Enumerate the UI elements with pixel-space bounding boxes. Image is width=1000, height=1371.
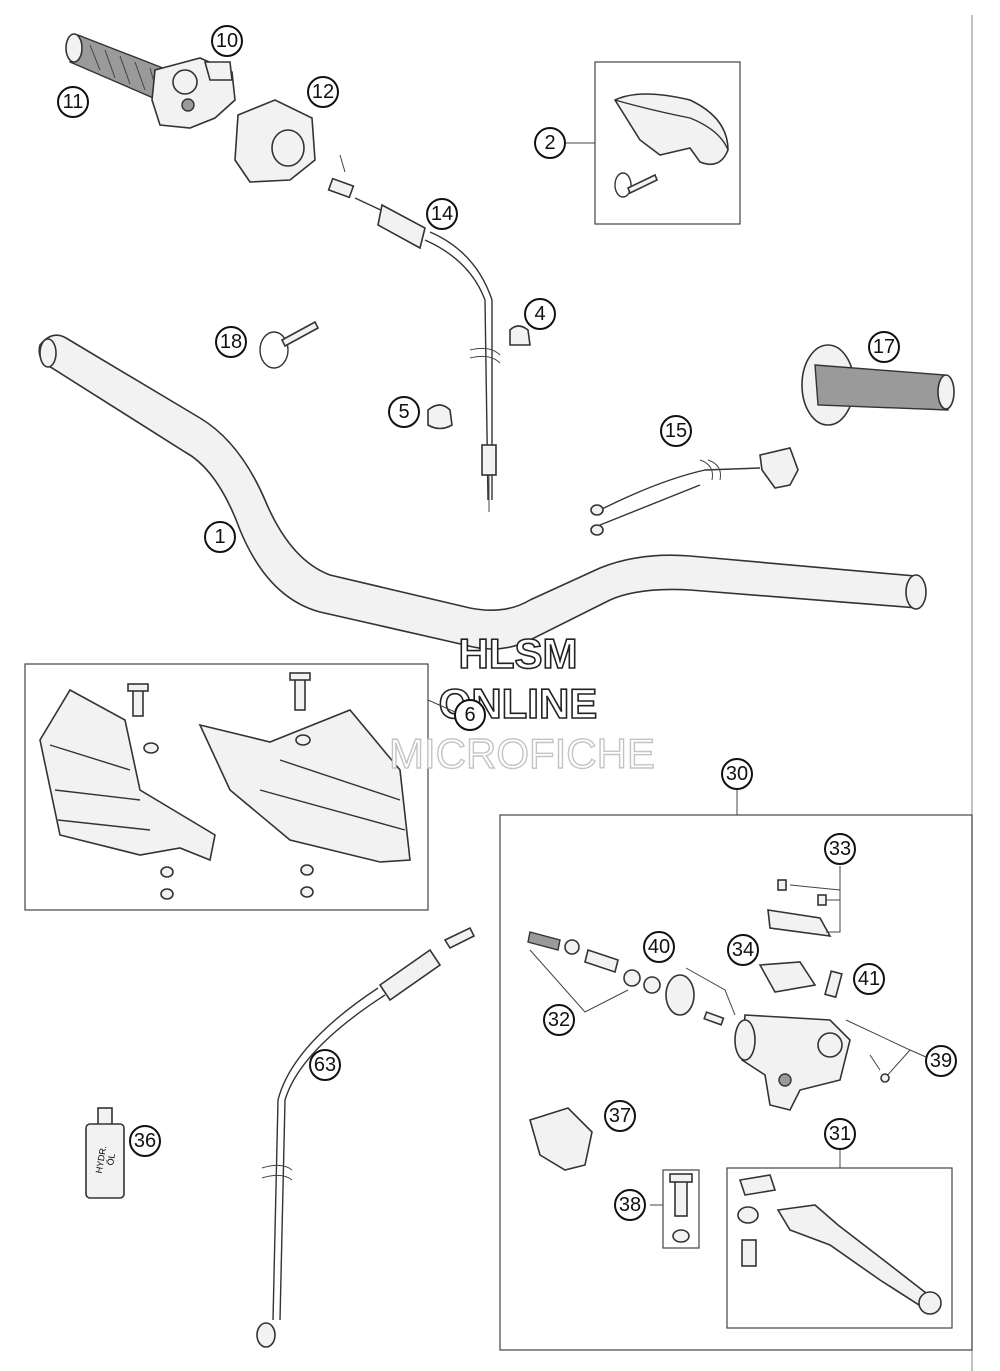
- reservoir-diaphragm: [758, 961, 817, 993]
- kill-switch: [590, 447, 799, 536]
- svg-text:12: 12: [312, 81, 334, 103]
- callout-11: 11: [57, 86, 89, 118]
- clamp-bolt-box: [650, 1169, 700, 1249]
- svg-text:41: 41: [858, 968, 880, 990]
- left-grip: [801, 344, 955, 426]
- hydraulic-line: [256, 926, 476, 1348]
- svg-text:15: 15: [665, 420, 687, 442]
- throttle-cable: [327, 154, 501, 512]
- svg-text:4: 4: [534, 303, 545, 325]
- piston-kit: [527, 931, 661, 1013]
- callout-4: 4: [524, 298, 556, 330]
- svg-text:32: 32: [548, 1009, 570, 1031]
- svg-text:14: 14: [431, 203, 453, 225]
- watermark-line3: MICROFICHE: [389, 730, 655, 777]
- svg-text:40: 40: [648, 936, 670, 958]
- callout-18: 18: [215, 326, 247, 358]
- svg-text:63: 63: [314, 1054, 336, 1076]
- bottle-label-line1: HYDR.: [94, 1145, 109, 1174]
- callout-39: 39: [925, 1045, 957, 1077]
- svg-text:37: 37: [609, 1105, 631, 1127]
- callout-6: 6: [454, 699, 486, 731]
- brake-lever: [737, 1174, 942, 1315]
- callout-15: 15: [660, 415, 692, 447]
- callout-41: 41: [853, 963, 885, 995]
- callout-10: 10: [211, 25, 243, 57]
- svg-text:6: 6: [464, 704, 475, 726]
- svg-text:30: 30: [726, 763, 748, 785]
- lever-pin-set: [845, 1019, 911, 1083]
- callout-63: 63: [309, 1049, 341, 1081]
- master-cylinder-body: [734, 1014, 851, 1111]
- svg-text:10: 10: [216, 30, 238, 52]
- protector: [613, 93, 729, 198]
- lever-box: [726, 1167, 953, 1329]
- svg-text:39: 39: [930, 1050, 952, 1072]
- master-cylinder-box: [499, 814, 973, 1351]
- watermark-line1: HLSM: [459, 630, 578, 677]
- callout-32: 32: [543, 1004, 575, 1036]
- handguard-left: [39, 688, 216, 862]
- callout-5: 5: [388, 396, 420, 428]
- svg-text:2: 2: [544, 132, 555, 154]
- callout-33: 33: [824, 833, 856, 865]
- callout-1: 1: [204, 521, 236, 553]
- handlebar: [38, 334, 927, 650]
- svg-text:34: 34: [732, 939, 754, 961]
- callout-40: 40: [643, 931, 675, 963]
- callout-17: 17: [868, 331, 900, 363]
- callout-31: 31: [824, 1118, 856, 1150]
- reservoir-cover: [767, 866, 841, 938]
- svg-text:38: 38: [619, 1194, 641, 1216]
- bleed-screw: [824, 970, 843, 999]
- callout-37: 37: [604, 1100, 636, 1132]
- svg-text:33: 33: [829, 838, 851, 860]
- throttle-housing: [151, 57, 236, 129]
- handguard-box: [24, 663, 429, 911]
- svg-text:5: 5: [398, 401, 409, 423]
- cable-clip: [427, 404, 453, 430]
- cable-tie: [259, 320, 320, 369]
- svg-text:31: 31: [829, 1123, 851, 1145]
- callout-2: 2: [534, 127, 566, 159]
- callout-12: 12: [307, 76, 339, 108]
- master-cylinder-boot: [665, 967, 736, 1026]
- handlebar-clamp: [529, 1107, 593, 1171]
- throttle-cover: [234, 99, 316, 183]
- svg-text:36: 36: [134, 1130, 156, 1152]
- bottle-label-line2: ÖL: [105, 1153, 117, 1167]
- callout-38: 38: [614, 1189, 646, 1221]
- svg-text:1: 1: [214, 526, 225, 548]
- svg-text:17: 17: [873, 336, 895, 358]
- svg-text:18: 18: [220, 331, 242, 353]
- callout-34: 34: [727, 934, 759, 966]
- cable-cap: [509, 325, 531, 346]
- callout-36: 36: [129, 1125, 161, 1157]
- callout-14: 14: [426, 198, 458, 230]
- handguard-hardware: [127, 672, 314, 900]
- handguard-right: [198, 709, 411, 863]
- callout-30: 30: [721, 758, 753, 790]
- hydraulic-oil-bottle: [85, 1107, 125, 1199]
- svg-text:11: 11: [63, 91, 84, 113]
